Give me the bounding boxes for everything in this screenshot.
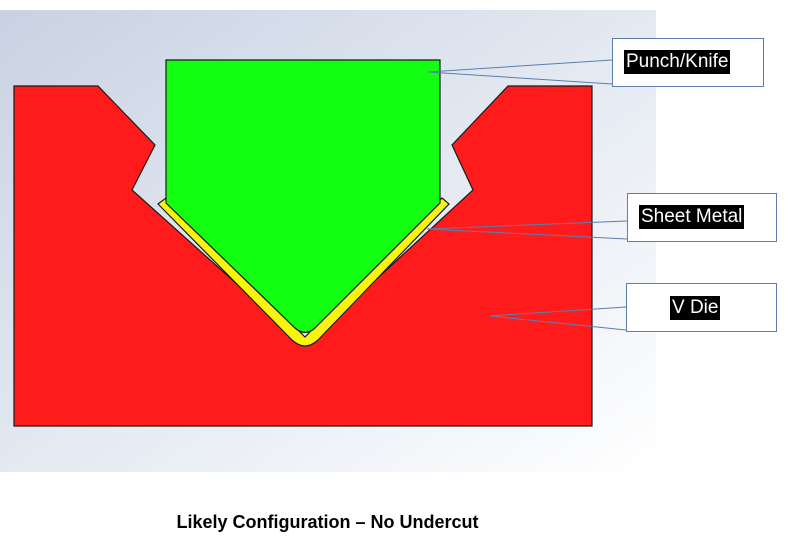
sheet-metal-label: Sheet Metal	[639, 205, 745, 229]
sheet-leader-line	[426, 220, 628, 230]
punch-leader-line	[427, 59, 613, 73]
die-leader-line-lower	[489, 315, 627, 331]
die-leader-line	[489, 306, 627, 317]
diagram-caption: Likely Configuration – No Undercut	[176, 512, 479, 532]
sheet-leader-line-lower	[426, 228, 628, 240]
punch-leader-line-lower	[427, 71, 613, 85]
punch-label: Punch/Knife	[624, 50, 731, 74]
punch-knife	[165, 59, 441, 334]
v-die-label: V Die	[670, 296, 721, 320]
v-die	[13, 85, 593, 427]
